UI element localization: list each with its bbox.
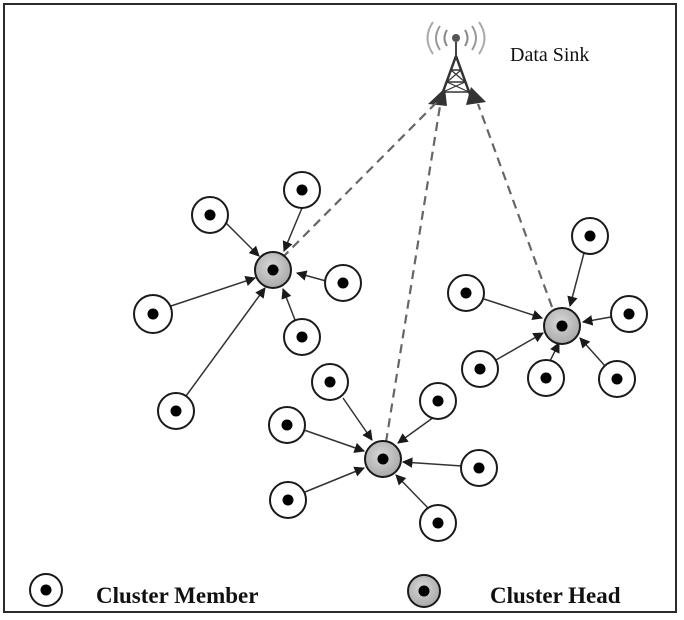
cluster-member-node [527,359,565,397]
legend-head-label: Cluster Head [490,583,621,608]
cluster-member-node [598,360,636,398]
cluster-head-node [364,440,402,478]
cluster-3 [447,217,648,398]
cluster-member-node [460,449,498,487]
cluster-2-links [303,397,463,509]
cluster-member-node [324,264,362,302]
cluster-member-node [157,392,195,430]
cluster-member-node [311,363,349,401]
uplink-group [281,101,554,443]
uplink-cluster-3 [476,103,554,308]
data-sink-label: Data Sink [510,44,590,66]
cluster-member-node [283,171,321,209]
cluster-member-node [191,196,229,234]
cluster-3-links [483,252,612,368]
cluster-member-node [571,217,609,255]
data-sink-tower-icon [426,21,486,106]
diagram-frame [3,3,677,613]
uplink-cluster-1 [281,101,438,259]
cluster-member-node [269,481,307,519]
uplink-cluster-2 [384,105,442,443]
cluster-head-node [254,251,292,289]
cluster-member-node [447,274,485,312]
legend-member-icon [29,573,63,607]
cluster-member-node [283,318,321,356]
legend-head-icon [407,574,441,608]
cluster-2 [268,363,498,542]
cluster-head-node [543,307,581,345]
cluster-member-node [461,350,499,388]
cluster-member-node [419,504,457,542]
cluster-member-node [419,382,457,420]
cluster-1-links [170,207,327,397]
legend-member-label: Cluster Member [96,583,259,608]
cluster-member-node [133,294,173,334]
cluster-member-node [268,406,306,444]
cluster-member-node [610,295,648,333]
cluster-1 [133,171,362,430]
